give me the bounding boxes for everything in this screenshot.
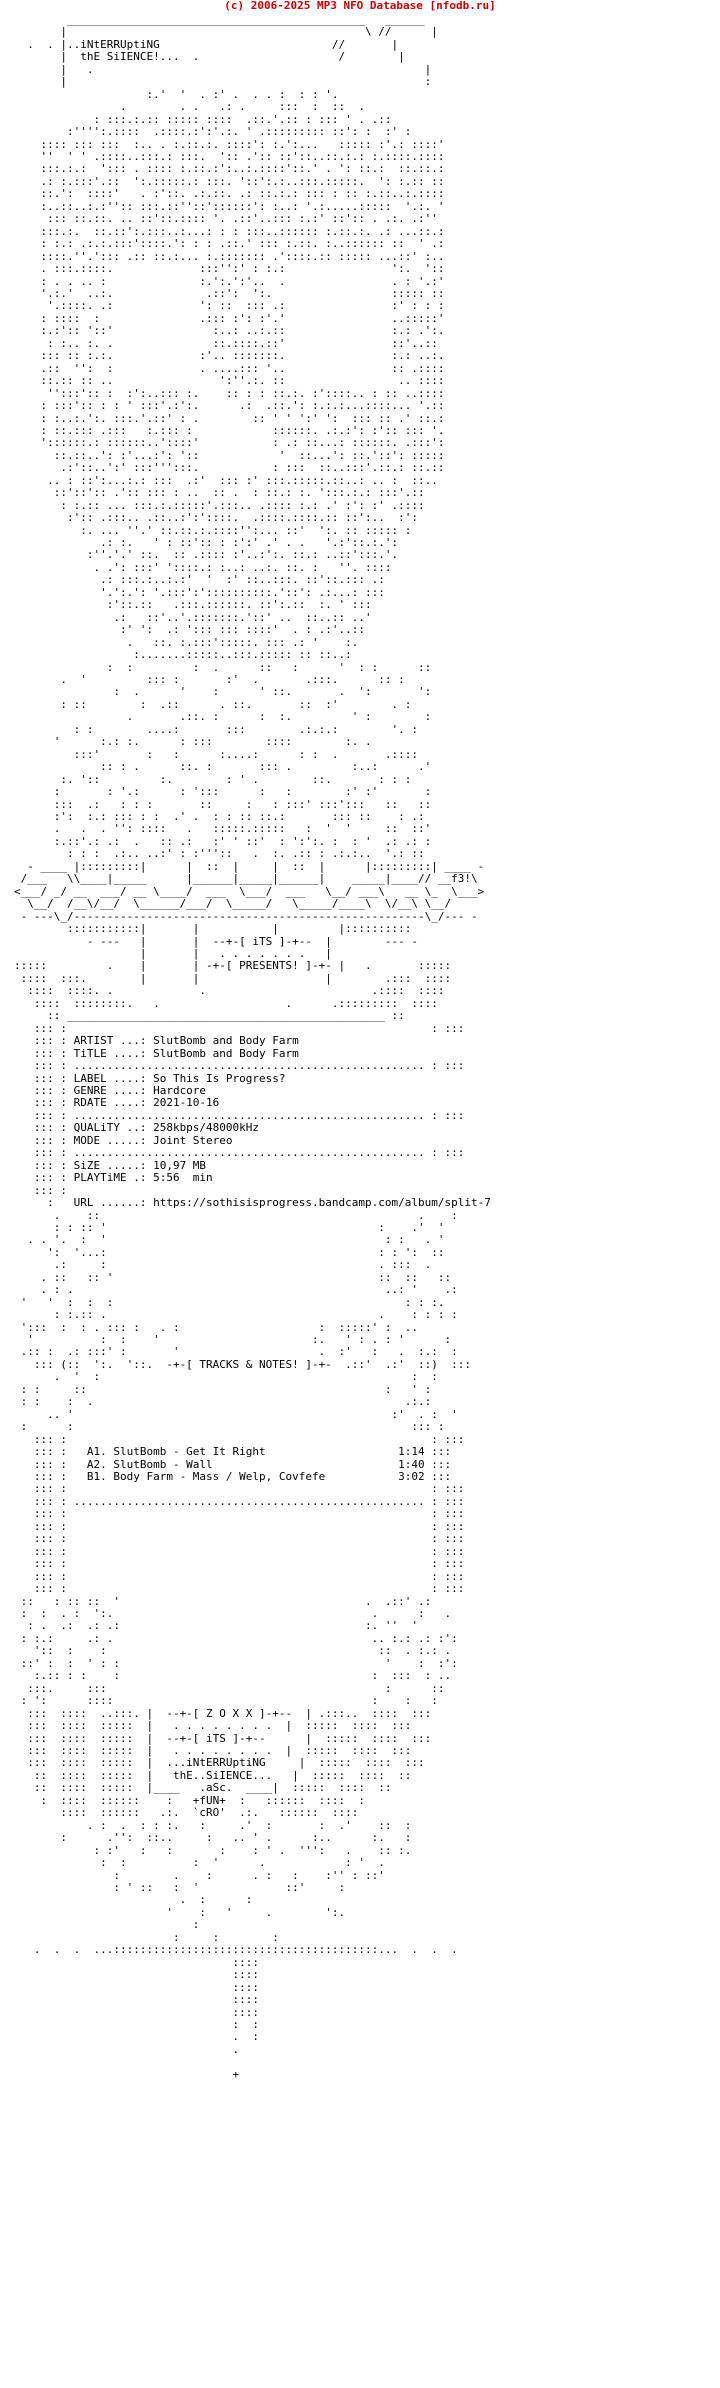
copyright-banner: (c) 2006-2025 MP3 NFO Database [nfodb.ru… [224, 0, 496, 12]
nfo-ascii-art: ________________________________________… [14, 13, 491, 2081]
